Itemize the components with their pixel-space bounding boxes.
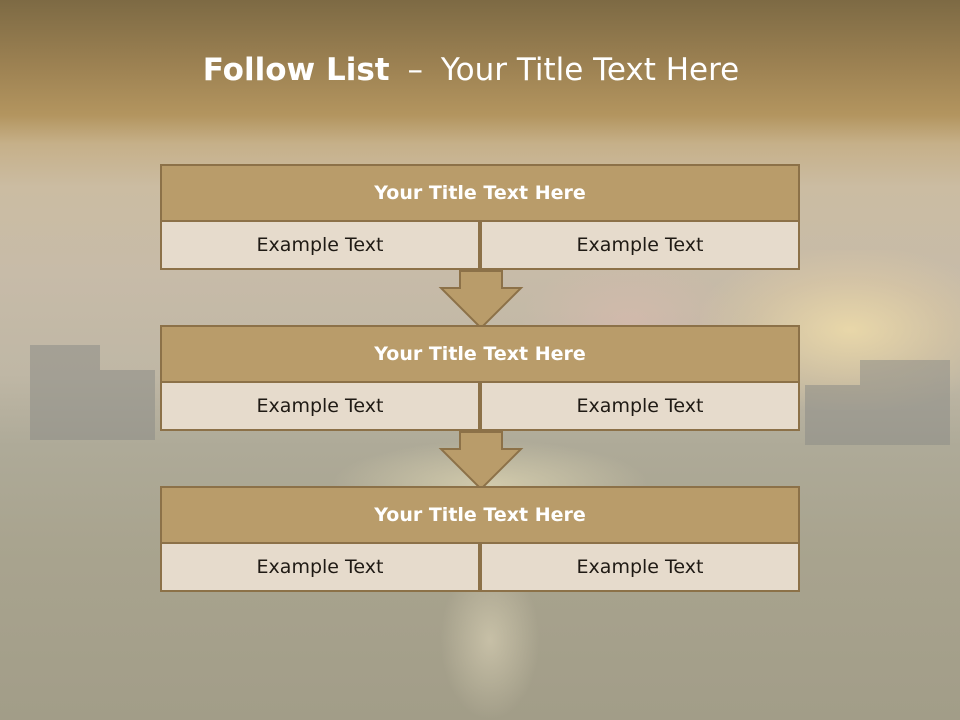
title-separator: –: [407, 52, 423, 88]
list-block-1: Your Title Text Here Example Text Exampl…: [160, 164, 800, 270]
down-arrow-icon: [438, 431, 524, 491]
block-cell-left: Example Text: [160, 381, 480, 431]
skyline-right: [860, 360, 950, 445]
skyline-left-2: [100, 370, 155, 440]
block-cell-right: Example Text: [480, 542, 800, 592]
title-bold: Follow List: [202, 52, 390, 88]
skyline-left: [30, 345, 100, 440]
title-text: Your Title Text Here: [440, 52, 740, 88]
block-title: Your Title Text Here: [160, 486, 800, 544]
list-block-2: Your Title Text Here Example Text Exampl…: [160, 325, 800, 431]
block-cell-left: Example Text: [160, 542, 480, 592]
page-title: Follow List – Your Title Text Here: [0, 52, 942, 88]
block-cell-right: Example Text: [480, 381, 800, 431]
block-title: Your Title Text Here: [160, 325, 800, 383]
block-cell-left: Example Text: [160, 220, 480, 270]
skyline-right-2: [805, 385, 860, 445]
down-arrow-icon: [438, 270, 524, 330]
block-title: Your Title Text Here: [160, 164, 800, 222]
list-block-3: Your Title Text Here Example Text Exampl…: [160, 486, 800, 592]
block-cell-right: Example Text: [480, 220, 800, 270]
